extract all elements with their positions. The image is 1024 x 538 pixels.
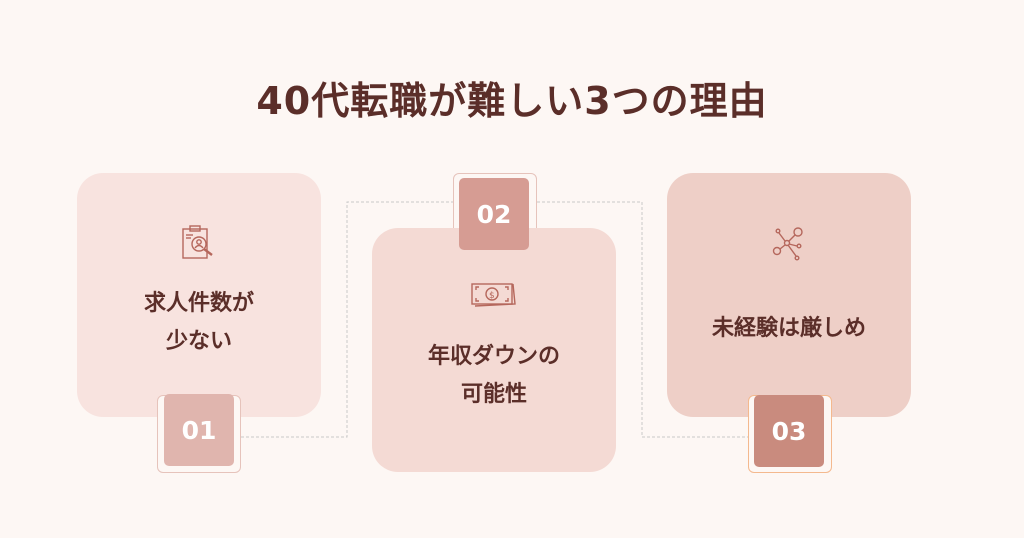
card-label-line: 少ない bbox=[165, 329, 232, 354]
page-title: 40代転職が難しい3つの理由 bbox=[256, 79, 768, 123]
reason-card-2: $ 年収ダウンの 可能性 bbox=[372, 228, 616, 472]
card-label-line: 年収ダウンの bbox=[427, 344, 560, 369]
money-bill-icon: $ bbox=[471, 283, 516, 307]
number-badge-2: 02 bbox=[459, 178, 529, 250]
number-badge-3: 03 bbox=[754, 395, 824, 467]
svg-text:$: $ bbox=[489, 291, 495, 301]
network-nodes-icon bbox=[772, 227, 803, 261]
clipboard-search-icon bbox=[182, 225, 213, 259]
number-badge-1: 01 bbox=[164, 394, 234, 466]
reason-card-3: 未経験は厳しめ bbox=[667, 173, 911, 417]
card-label-line: 可能性 bbox=[460, 382, 527, 407]
card-label-line: 未経験は厳しめ bbox=[711, 316, 866, 341]
card-label-line: 求人件数が bbox=[143, 291, 254, 316]
reason-card-1: 求人件数が 少ない bbox=[77, 173, 321, 417]
